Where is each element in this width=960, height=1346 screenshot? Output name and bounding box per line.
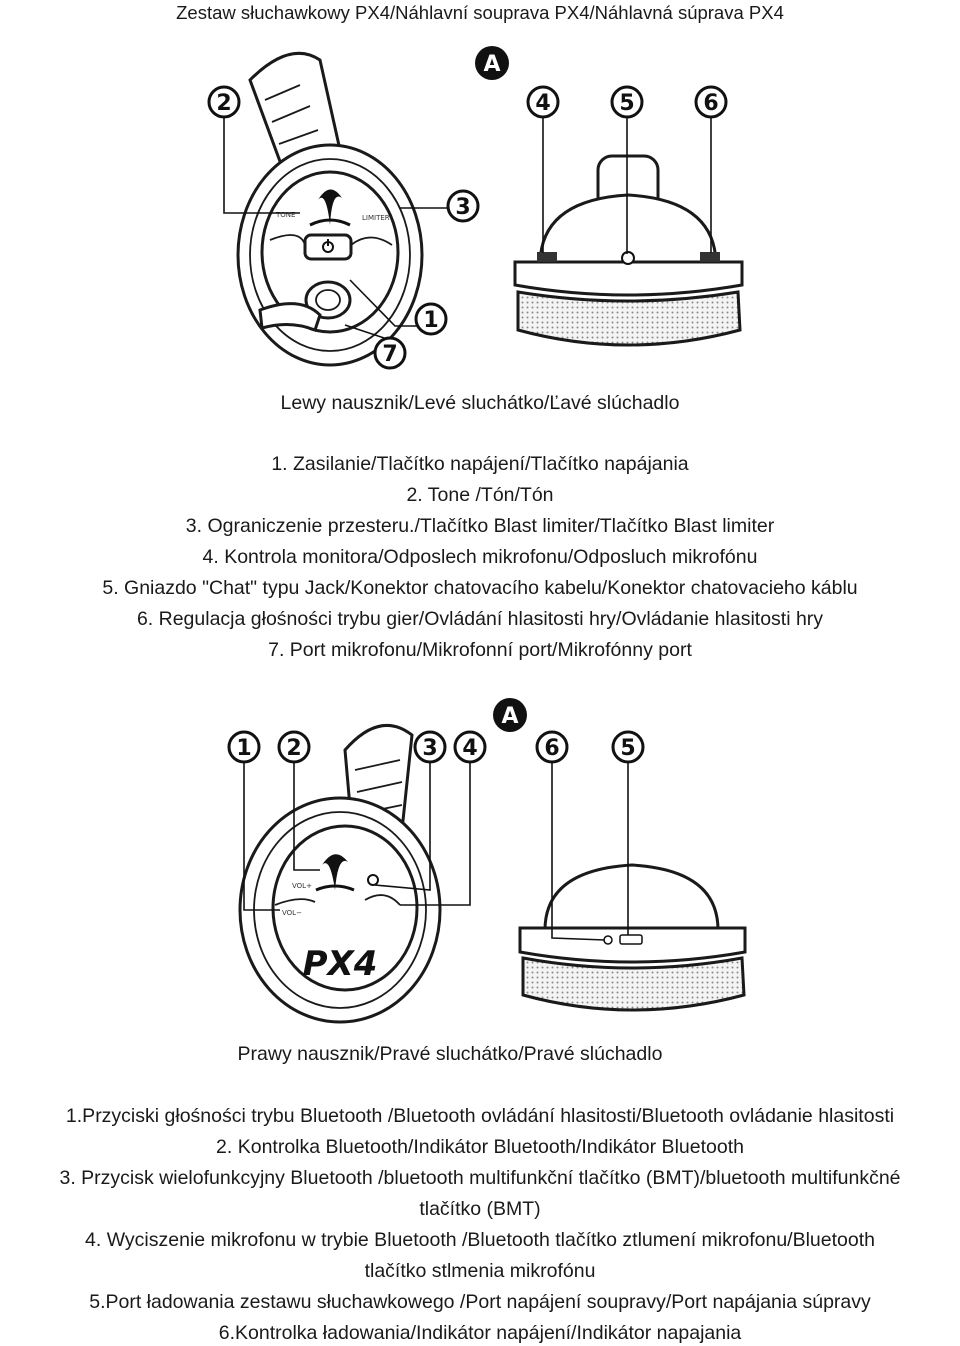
right-callout-3: 3 [413, 730, 447, 764]
power-button-shape [303, 233, 353, 261]
left-earcup-side-view: TONE LIMITER [236, 51, 424, 367]
right-item-4-cont: tlačítko stlmenia mikrofónu [364, 1260, 596, 1282]
svg-text:3: 3 [455, 195, 470, 220]
right-item-3-cont: tlačítko (BMT) [419, 1198, 541, 1220]
right-callout-leaders [243, 762, 629, 941]
svg-text:7: 7 [382, 342, 397, 367]
left-callout-3: 3 [446, 189, 480, 223]
svg-text:VOL−: VOL− [282, 909, 302, 917]
svg-text:A: A [483, 52, 500, 77]
left-callout-1: 1 [414, 302, 448, 336]
right-item-2: 2. Kontrolka Bluetooth/Indikátor Bluetoo… [216, 1136, 744, 1158]
svg-text:2: 2 [286, 736, 301, 761]
svg-text:1: 1 [236, 736, 251, 761]
svg-text:VOL+: VOL+ [292, 882, 312, 890]
right-earcup-front-view [518, 863, 747, 1012]
svg-text:A: A [501, 704, 518, 729]
right-callout-6: 6 [535, 730, 569, 764]
svg-text:5: 5 [620, 736, 635, 761]
left-item-7: 7. Port mikrofonu/Mikrofonní port/Mikrof… [268, 639, 692, 661]
left-caption: Lewy nausznik/Levé sluchátko/Ľavé slúcha… [280, 392, 680, 414]
right-callout-2: 2 [277, 730, 311, 764]
svg-text:6: 6 [703, 91, 718, 116]
svg-text:4: 4 [535, 91, 550, 116]
right-earcup-side-view: VOL+ VOL− PX4 [238, 723, 442, 1024]
svg-text:4: 4 [462, 736, 477, 761]
left-item-6: 6. Regulacja głośności trybu gier/Ovládá… [136, 608, 824, 630]
right-callout-4: 4 [453, 730, 487, 764]
left-earcup-front-view [513, 154, 744, 347]
palm-tree-logo [309, 189, 351, 227]
svg-text:2: 2 [216, 91, 231, 116]
svg-text:5: 5 [619, 91, 634, 116]
left-item-2: 2. Tone /Tón/Tón [406, 484, 554, 506]
left-earcup-diagram: TONE LIMITER A 1 2 3 4 5 [207, 46, 744, 370]
right-callout-5: 5 [611, 730, 645, 764]
right-item-4: 4. Wyciszenie mikrofonu w trybie Bluetoo… [85, 1229, 875, 1251]
right-callout-1: 1 [227, 730, 261, 764]
left-callout-4: 4 [526, 85, 560, 119]
svg-text:1: 1 [423, 308, 438, 333]
right-item-6: 6.Kontrolka ładowania/Indikátor napájení… [218, 1322, 742, 1344]
left-badge-a: A [475, 46, 509, 80]
right-item-5: 5.Port ładowania zestawu słuchawkowego /… [89, 1291, 871, 1313]
svg-text:LIMITER: LIMITER [362, 214, 390, 222]
left-item-1: 1. Zasilanie/Tlačítko napájení/Tlačítko … [271, 453, 689, 475]
left-item-4: 4. Kontrola monitora/Odposlech mikrofonu… [202, 546, 758, 568]
svg-text:3: 3 [422, 736, 437, 761]
left-callout-6: 6 [694, 85, 728, 119]
right-caption: Prawy nausznik/Pravé sluchátko/Pravé slú… [237, 1043, 663, 1065]
svg-text:TONE: TONE [275, 211, 295, 219]
left-callout-2: 2 [207, 85, 241, 119]
left-item-5: 5. Gniazdo "Chat" typu Jack/Konektor cha… [102, 577, 858, 599]
document-title: Zestaw słuchawkowy PX4/Náhlavní souprava… [176, 2, 784, 23]
left-callout-5: 5 [610, 85, 644, 119]
left-callout-7: 7 [373, 336, 407, 370]
palm-tree-logo-right [315, 854, 355, 892]
right-badge-a: A [493, 698, 527, 732]
right-item-1: 1.Przyciski głośności trybu Bluetooth /B… [65, 1105, 895, 1127]
left-item-3: 3. Ograniczenie przesteru./Tlačítko Blas… [185, 515, 775, 537]
right-earcup-diagram: VOL+ VOL− PX4 A 1 2 3 4 6 5 [227, 698, 747, 1024]
svg-text:6: 6 [544, 736, 559, 761]
right-item-3: 3. Przycisk wielofunkcyjny Bluetooth /bl… [59, 1167, 901, 1189]
px4-logo: PX4 [303, 944, 378, 984]
